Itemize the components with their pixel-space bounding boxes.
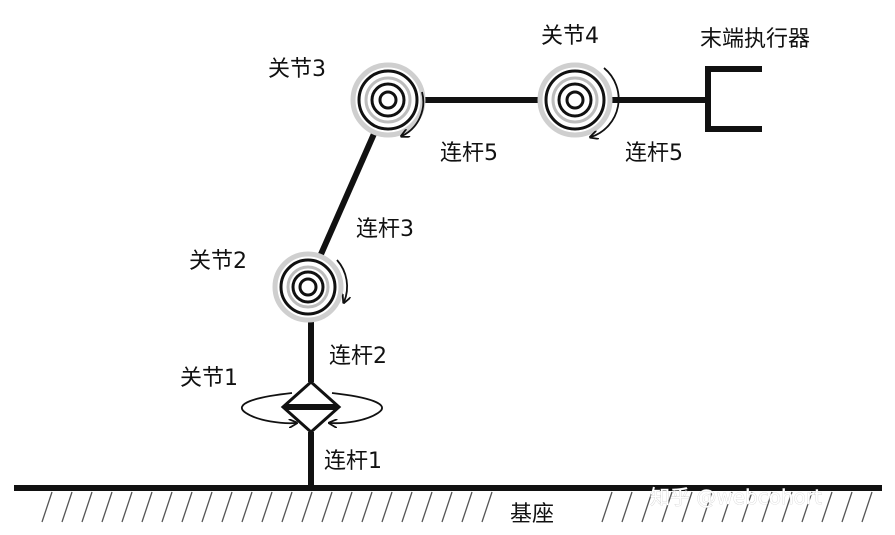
joint2-symbol xyxy=(272,251,347,323)
label-end-effector: 末端执行器 xyxy=(700,27,810,52)
label-joint1: 关节1 xyxy=(180,366,238,391)
label-link5-a: 连杆5 xyxy=(440,141,498,166)
label-link5-b: 连杆5 xyxy=(625,141,683,166)
joint3-symbol xyxy=(350,62,426,136)
label-joint2: 关节2 xyxy=(189,249,247,274)
joint4-rotation-arrow xyxy=(591,67,620,137)
label-link2: 连杆2 xyxy=(329,344,387,369)
end-effector-gripper xyxy=(705,66,762,132)
label-base: 基座 xyxy=(510,502,554,527)
ground-hatching xyxy=(41,491,873,523)
label-joint3: 关节3 xyxy=(268,57,326,82)
label-link1: 连杆1 xyxy=(324,449,382,474)
joint1-symbol xyxy=(240,379,383,435)
label-link3: 连杆3 xyxy=(356,217,414,242)
joint1-rotation-arrow xyxy=(240,392,296,423)
joint2-rotation-arrow xyxy=(336,259,347,302)
joint4-symbol xyxy=(537,62,620,137)
joint3-rotation-arrow xyxy=(402,91,425,136)
watermark-text: 知乎 @webcohort xyxy=(650,485,822,509)
label-joint4: 关节4 xyxy=(541,24,599,49)
